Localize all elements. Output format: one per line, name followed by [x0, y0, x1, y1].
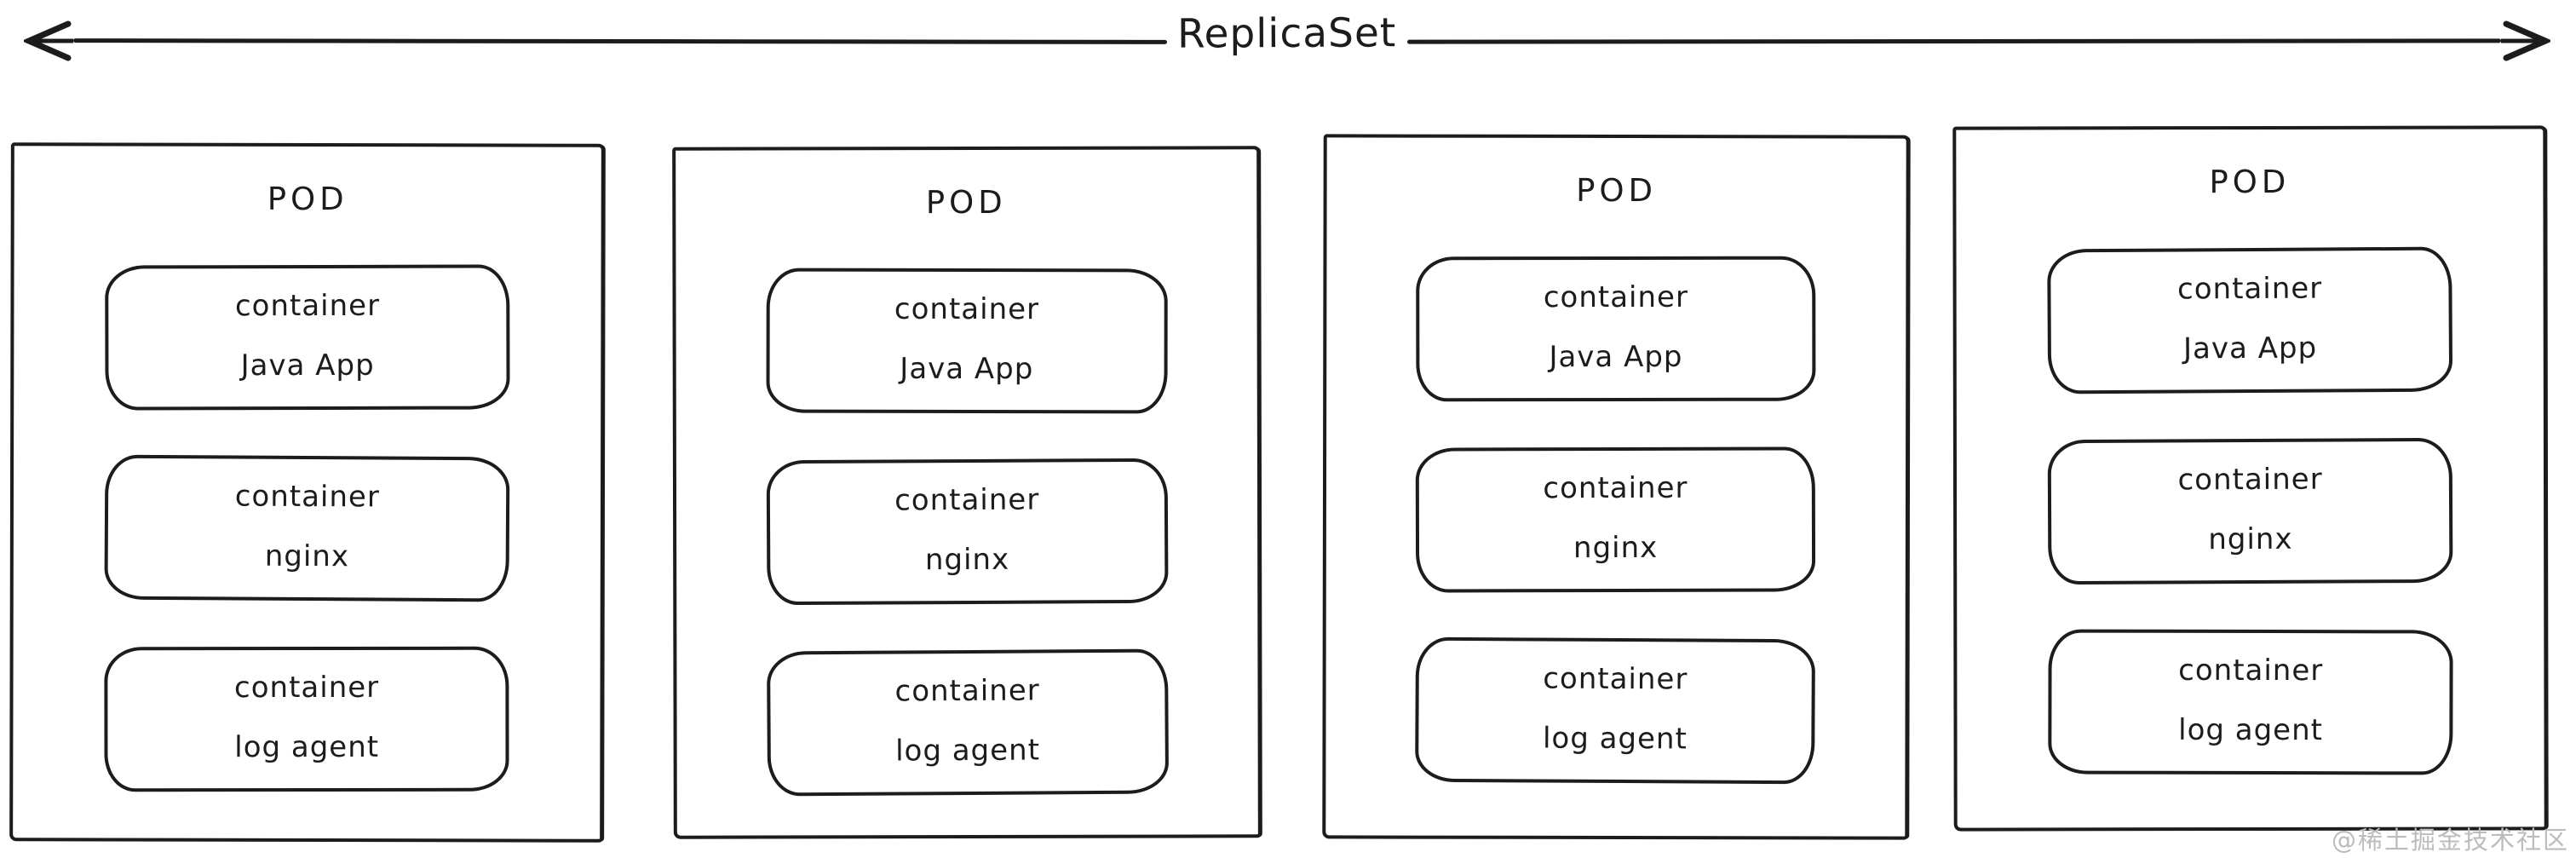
pod-1-containers: container Java App container nginx conta… — [104, 264, 510, 792]
container-java-app: container Java App — [104, 264, 510, 411]
container-log-agent: container log agent — [104, 646, 509, 792]
container-name-label: nginx — [924, 542, 1009, 578]
container-nginx: container nginx — [1416, 446, 1816, 593]
container-type-label: container — [233, 670, 379, 705]
container-log-agent: container log agent — [1415, 636, 1816, 785]
container-name-label: log agent — [894, 733, 1040, 769]
pod-label: POD — [2209, 163, 2291, 201]
replicaset-arrow: ReplicaSet — [24, 9, 2551, 66]
container-name-label: Java App — [899, 351, 1034, 387]
container-java-app: container Java App — [766, 268, 1168, 414]
container-name-label: Java App — [1549, 339, 1683, 375]
pod-2: POD container Java App container nginx c… — [672, 146, 1262, 839]
arrow-line-right — [1406, 37, 2502, 44]
container-type-label: container — [2177, 462, 2323, 498]
container-type-label: container — [234, 288, 380, 324]
container-type-label: container — [1543, 661, 1688, 697]
pod-4-containers: container Java App container nginx conta… — [2046, 246, 2453, 775]
watermark-text: @稀土掘金技术社区 — [2331, 826, 2569, 855]
container-nginx: container nginx — [104, 454, 510, 602]
pod-2-containers: container Java App container nginx conta… — [766, 268, 1169, 797]
container-log-agent: container log agent — [2048, 629, 2453, 775]
container-type-label: container — [894, 291, 1039, 327]
container-nginx: container nginx — [766, 458, 1168, 606]
pod-3: POD container Java App container nginx c… — [1322, 134, 1910, 840]
container-name-label: nginx — [2208, 521, 2293, 557]
pod-label: POD — [267, 180, 348, 218]
container-type-label: container — [1543, 470, 1688, 506]
container-java-app: container Java App — [1416, 256, 1817, 402]
container-type-label: container — [1544, 279, 1689, 315]
pod-label: POD — [925, 183, 1007, 222]
pod-1: POD container Java App container nginx c… — [9, 142, 605, 843]
container-name-label: nginx — [264, 538, 349, 574]
container-name-label: log agent — [234, 729, 379, 765]
container-name-label: nginx — [1573, 530, 1659, 566]
pod-3-containers: container Java App container nginx conta… — [1415, 256, 1817, 785]
container-type-label: container — [2177, 653, 2324, 688]
arrow-left-icon — [24, 20, 73, 61]
container-name-label: Java App — [240, 348, 375, 383]
container-log-agent: container log agent — [766, 648, 1169, 797]
arrow-line-left — [72, 37, 1168, 44]
container-name-label: Java App — [2182, 331, 2318, 366]
replicaset-label: ReplicaSet — [1177, 9, 1397, 58]
container-name-label: log agent — [2177, 712, 2323, 748]
container-nginx: container nginx — [2047, 437, 2453, 585]
pod-4: POD container Java App container nginx c… — [1952, 125, 2548, 832]
container-type-label: container — [2176, 271, 2323, 307]
container-type-label: container — [234, 479, 380, 515]
arrow-right-icon — [2501, 20, 2551, 61]
container-type-label: container — [894, 482, 1040, 518]
container-type-label: container — [894, 673, 1040, 709]
pod-label: POD — [1576, 171, 1658, 210]
container-java-app: container Java App — [2046, 246, 2453, 394]
container-name-label: log agent — [1543, 721, 1688, 757]
